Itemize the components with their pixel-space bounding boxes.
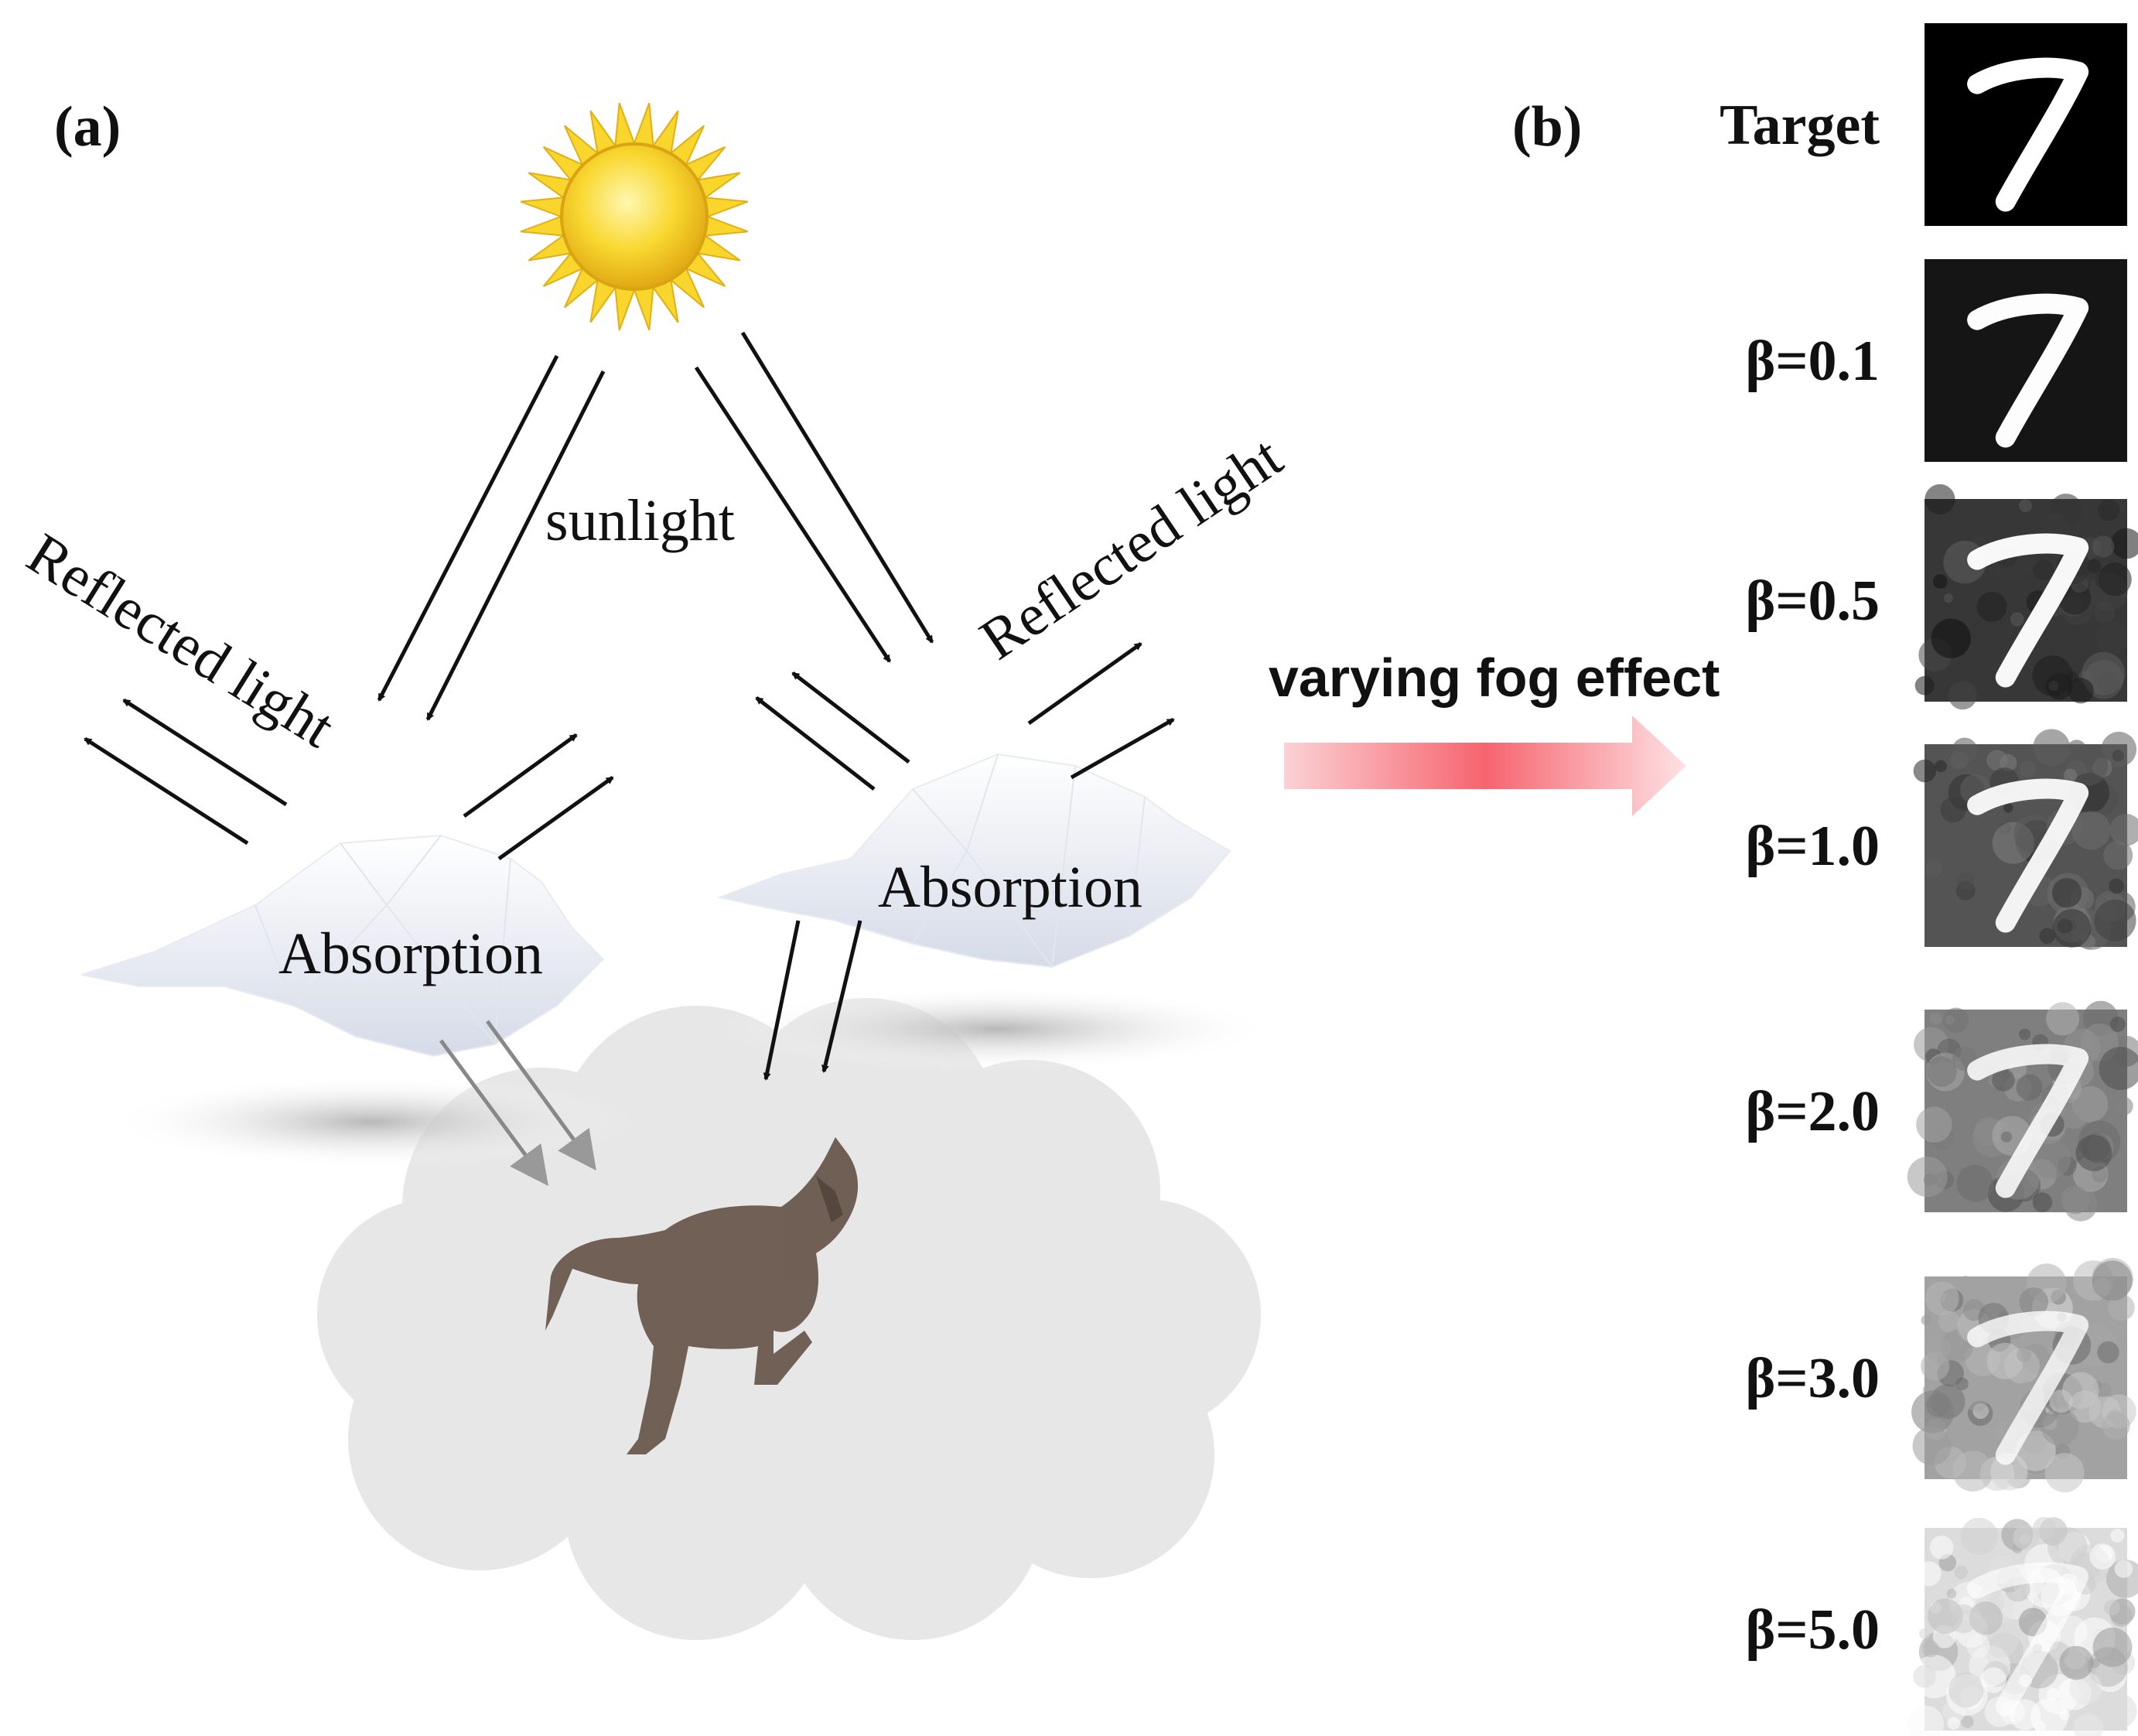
fog-arrow	[1284, 716, 1686, 816]
row-4: β=2.0	[1745, 1000, 2138, 1222]
row-5: β=3.0	[1745, 1258, 2136, 1493]
digit-image	[1913, 729, 2138, 950]
digit-image	[1914, 484, 2138, 710]
sun-icon	[520, 102, 749, 331]
digit-image	[1907, 1000, 2138, 1222]
row-3: β=1.0	[1745, 729, 2138, 950]
reflected-left-label: Reflected light	[16, 521, 346, 760]
cloud-icon-left	[80, 834, 605, 1058]
cloud-icon-right	[716, 753, 1231, 969]
sunlight-label: sunlight	[545, 488, 735, 553]
cloud-shadow-right	[719, 986, 1276, 1071]
cloud-shadow-left	[108, 1075, 634, 1168]
down-arrows-right	[763, 920, 862, 1081]
absorption-right-label: Absorption	[878, 855, 1142, 920]
row-label: β=0.5	[1745, 569, 1880, 633]
panel-b-label: (b)	[1512, 95, 1582, 159]
row-label: β=1.0	[1745, 815, 1880, 878]
horse-icon	[545, 1137, 859, 1454]
row-6: β=5.0	[1745, 1516, 2138, 1736]
fog-cloud-icon	[317, 998, 1261, 1640]
digit-image	[1911, 1258, 2136, 1493]
reflected-right-label: Reflected light	[969, 424, 1294, 672]
digit-image	[1925, 23, 2127, 226]
row-label: β=0.1	[1745, 330, 1880, 393]
row-label: β=3.0	[1745, 1347, 1880, 1410]
row-label: Target	[1720, 94, 1880, 157]
absorption-left-label: Absorption	[278, 921, 543, 986]
digit-image	[1925, 259, 2127, 462]
sunlight-arrows	[377, 331, 934, 721]
row-label: β=5.0	[1745, 1598, 1880, 1662]
down-arrows-left	[439, 1020, 596, 1187]
row-0: Target	[1720, 23, 2127, 226]
panel-a-label: (a)	[54, 95, 121, 159]
reflected-arrows-center	[463, 672, 910, 861]
row-2: β=0.5	[1745, 484, 2138, 710]
row-label: β=2.0	[1745, 1080, 1880, 1143]
digit-image	[1907, 1516, 2138, 1736]
reflected-arrows-right	[1027, 641, 1175, 780]
row-1: β=0.1	[1745, 259, 2127, 462]
fog-arrow-label: varying fog effect	[1269, 648, 1720, 708]
reflected-arrows-left	[84, 698, 288, 846]
